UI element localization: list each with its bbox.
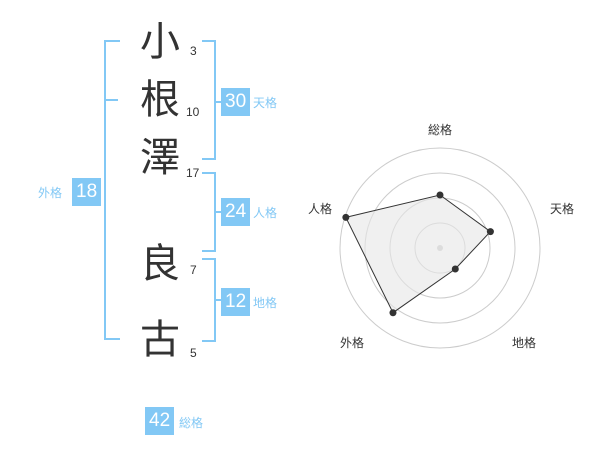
radar-axis-label-chikaku: 地格: [512, 336, 537, 350]
radar-axis-label-gaikaku: 外格: [340, 336, 365, 350]
tenkaku-value-badge: 30: [221, 88, 251, 116]
stroke-count-4: 7: [190, 263, 197, 277]
tenkaku-bracket: [202, 40, 216, 160]
name-char-5: 古: [140, 317, 180, 363]
radar-point-1: [486, 228, 494, 236]
chikaku-value-badge: 12: [221, 288, 251, 316]
radar-axis-label-jinkaku: 人格: [308, 202, 333, 216]
radar-point-0: [436, 191, 444, 199]
gaikaku-bracket: [104, 40, 120, 340]
chikaku-label: 地格: [253, 296, 278, 310]
radar-point-3: [389, 309, 397, 317]
stroke-count-5: 5: [190, 346, 197, 360]
stroke-count-1: 3: [190, 44, 197, 58]
radar-chart: [339, 147, 541, 349]
name-char-3: 澤: [140, 135, 180, 181]
chikaku-bracket-connector: [214, 299, 222, 301]
radar-point-4: [342, 213, 350, 221]
name-char-1: 小: [140, 19, 180, 65]
tenkaku-label: 天格: [253, 96, 278, 110]
soukaku-value-badge: 42: [145, 407, 175, 435]
tenkaku-bracket-connector: [214, 101, 222, 103]
stroke-count-2: 10: [186, 105, 200, 119]
jinkaku-value-badge: 24: [221, 198, 251, 226]
radar-axis-label-tenkaku: 天格: [550, 202, 575, 216]
name-char-2: 根: [140, 77, 180, 123]
radar-point-2: [451, 265, 459, 273]
jinkaku-label: 人格: [253, 206, 278, 220]
name-char-4: 良: [140, 241, 180, 287]
stroke-count-3: 17: [186, 166, 200, 180]
gaikaku-label: 外格: [38, 186, 63, 200]
radar-axis-label-soukaku: 総格: [428, 123, 453, 137]
jinkaku-bracket-connector: [214, 211, 222, 213]
soukaku-label: 総格: [179, 416, 204, 430]
radar-grid-ring: [339, 147, 541, 349]
gaikaku-value-badge: 18: [72, 178, 102, 206]
radar-series-polygon: [345, 194, 492, 314]
gaikaku-bracket-tick: [104, 99, 118, 101]
